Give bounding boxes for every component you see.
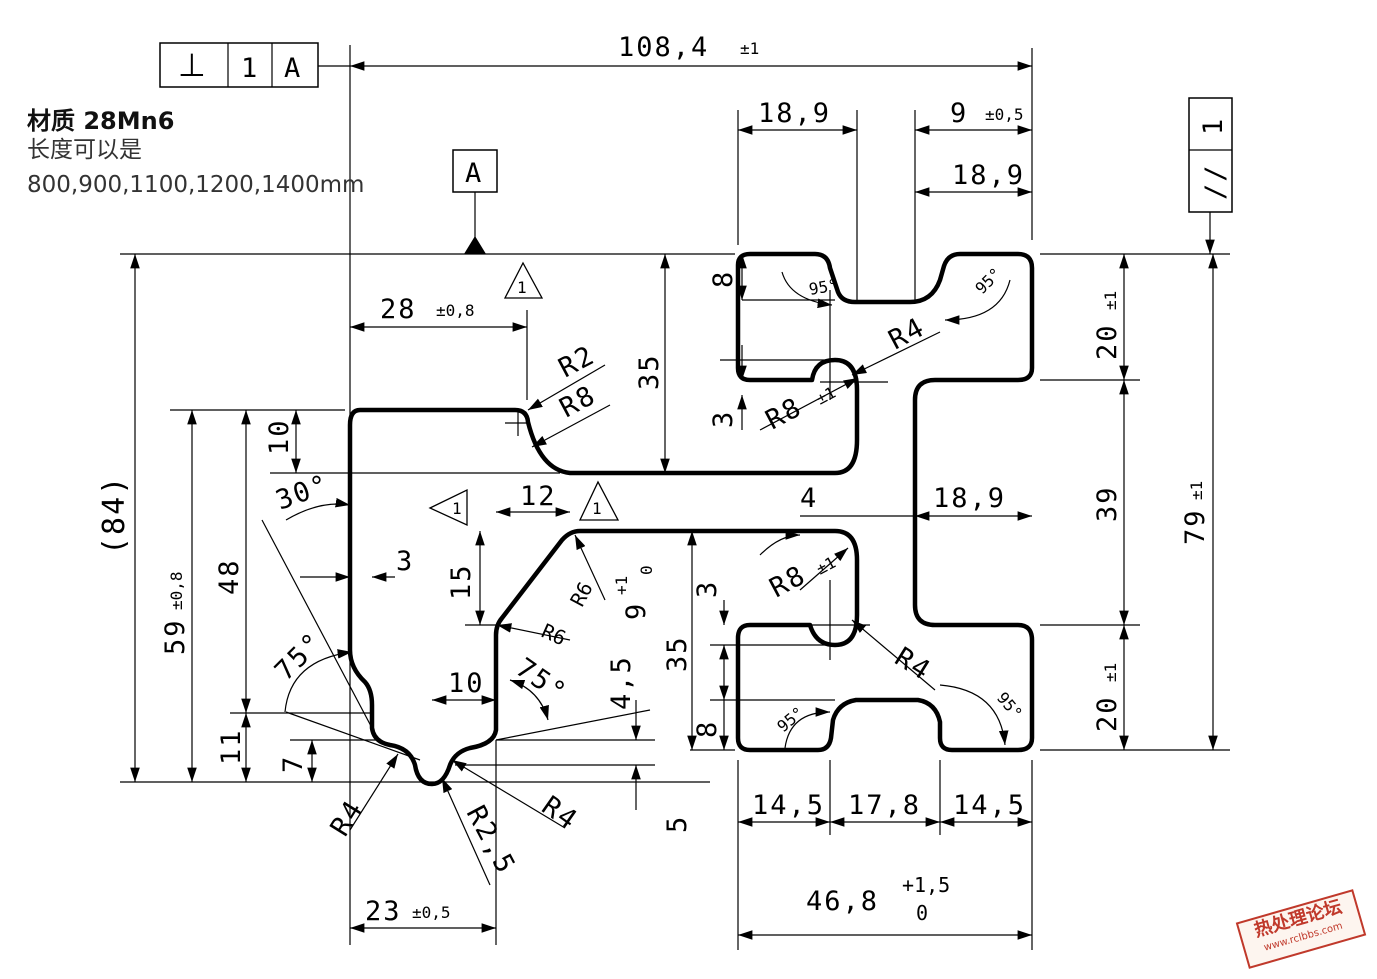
parallelism-frame: 1 // [1188, 97, 1233, 213]
dim-slot-gap-bottom: 3 [692, 580, 723, 598]
dim-overall-width-tol: ±1 [740, 39, 759, 58]
dim-bottom-left-width: 23 [365, 896, 402, 927]
dim-nine-tol-lower: 0 [637, 565, 656, 575]
dim-nine-tol-upper: +1 [612, 576, 631, 595]
dim-angle-75-b: 75° [510, 652, 573, 709]
dim-radius-r2: R2 [554, 340, 601, 385]
material-note: 材质 28Mn6 [27, 107, 175, 135]
dim-slot-depth-top: 8 [708, 270, 739, 288]
dim-top-width-1: 18,9 [758, 98, 831, 129]
dim-bottom-left-width-tol: ±0,5 [412, 903, 451, 922]
part-profile [347, 251, 1035, 787]
dim-radius-r8-b: R8 [761, 392, 808, 437]
dim-lower-height: 35 [662, 635, 693, 672]
length-label: 长度可以是 [27, 137, 142, 163]
dim-bottom-seg-3: 14,5 [953, 790, 1026, 821]
dim-radius-r8-c: R8 [765, 560, 812, 605]
dim-small-4-5: 4,5 [606, 655, 637, 710]
dim-angle-75-a: 75° [269, 626, 330, 687]
dim-radius-r4-c: R4 [325, 794, 371, 841]
dim-right-upper: 20 [1092, 323, 1123, 360]
perpendicularity-datum: A [284, 53, 302, 84]
perpendicularity-frame: ⊥ 1 A [159, 42, 319, 88]
dim-bottom-total-tol-upper: +1,5 [902, 873, 950, 897]
dim-overall-width: 108,4 [618, 32, 709, 63]
dim-mid-width: 18,9 [933, 483, 1006, 514]
parallelism-tolerance: 1 [1198, 117, 1229, 135]
dim-overall-height: (84) [97, 475, 132, 555]
dim-small-3: 3 [396, 546, 414, 577]
dim-right-lower-tol: ±1 [1101, 663, 1120, 682]
dim-upper-height: 35 [634, 353, 665, 390]
triangle-mark-1: 1 [517, 278, 527, 297]
dim-bottom-seg-1: 14,5 [752, 790, 825, 821]
dim-small-10: 10 [448, 668, 485, 699]
dim-notch-height: 11 [216, 728, 247, 765]
dim-left-width: 28 [380, 294, 417, 325]
dim-mid-gap: 4 [800, 483, 818, 514]
length-values: 800,900,1100,1200,1400mm [27, 172, 365, 198]
triangle-callouts: 1 1 1 [428, 261, 620, 527]
dim-radius-r4-a: R4 [884, 312, 931, 357]
dimension-texts: 108,4 ±1 18,9 9 ±0,5 18,9 18,9 4 28 ±0,8… [97, 32, 1211, 927]
triangle-mark-3: 1 [592, 499, 602, 518]
dim-slot-depth-bottom: 8 [692, 720, 723, 738]
perpendicularity-icon: ⊥ [178, 46, 206, 84]
dim-radius-r6-b: R6 [538, 619, 570, 651]
dim-right-total-tol: ±1 [1187, 481, 1206, 500]
dim-top-slot-tol: ±0,5 [985, 105, 1024, 124]
dim-inner-height: 48 [214, 558, 245, 595]
dim-left-width-tol: ±0,8 [436, 301, 475, 320]
dim-angle-95-c: 95° [773, 703, 807, 736]
dim-left-height: 59 [160, 618, 191, 655]
dim-right-middle: 39 [1092, 485, 1123, 522]
dim-bottom-seg-2: 17,8 [848, 790, 921, 821]
dim-radius-r4-b: R4 [889, 642, 936, 688]
dim-right-total: 79 [1180, 508, 1211, 545]
dim-left-height-tol: ±0,8 [167, 571, 186, 610]
dim-radius-r2-5: R2,5 [460, 801, 522, 880]
dim-slot-gap-top: 3 [708, 410, 739, 428]
dim-radius-r6-a: R6 [565, 578, 598, 611]
triangle-mark-2: 1 [452, 499, 462, 518]
parallelism-icon: // [1200, 163, 1231, 200]
dim-radius-r8-a: R8 [555, 380, 602, 425]
dimension-lines [120, 45, 1230, 950]
dim-radius-r4-d: R4 [536, 790, 584, 836]
dim-nine: 9 [621, 602, 652, 620]
dim-step-12: 12 [520, 481, 557, 512]
dim-angle-30: 30° [272, 469, 334, 517]
dim-right-upper-tol: ±1 [1101, 291, 1120, 310]
dim-top-offset: 10 [264, 418, 295, 455]
dim-angle-95-b: 95° [971, 264, 1005, 298]
dim-bottom-total: 46,8 [806, 886, 879, 917]
dim-top-slot: 9 [950, 98, 968, 129]
dim-bottom-total-tol-lower: 0 [916, 901, 928, 925]
dim-radius-r8-b-tol: ±1 [813, 383, 839, 409]
dim-right-lower: 20 [1092, 695, 1123, 732]
datum-a-marker: A [452, 149, 498, 254]
dim-step-15: 15 [446, 563, 477, 600]
dim-notch-depth: 7 [278, 755, 309, 773]
perpendicularity-tolerance: 1 [241, 53, 259, 84]
datum-label: A [465, 158, 483, 189]
dim-small-5: 5 [662, 815, 693, 833]
dim-top-width-2: 18,9 [952, 160, 1025, 191]
left-profile-outline [347, 251, 1035, 787]
dim-angle-95-a: 95° [807, 275, 839, 299]
